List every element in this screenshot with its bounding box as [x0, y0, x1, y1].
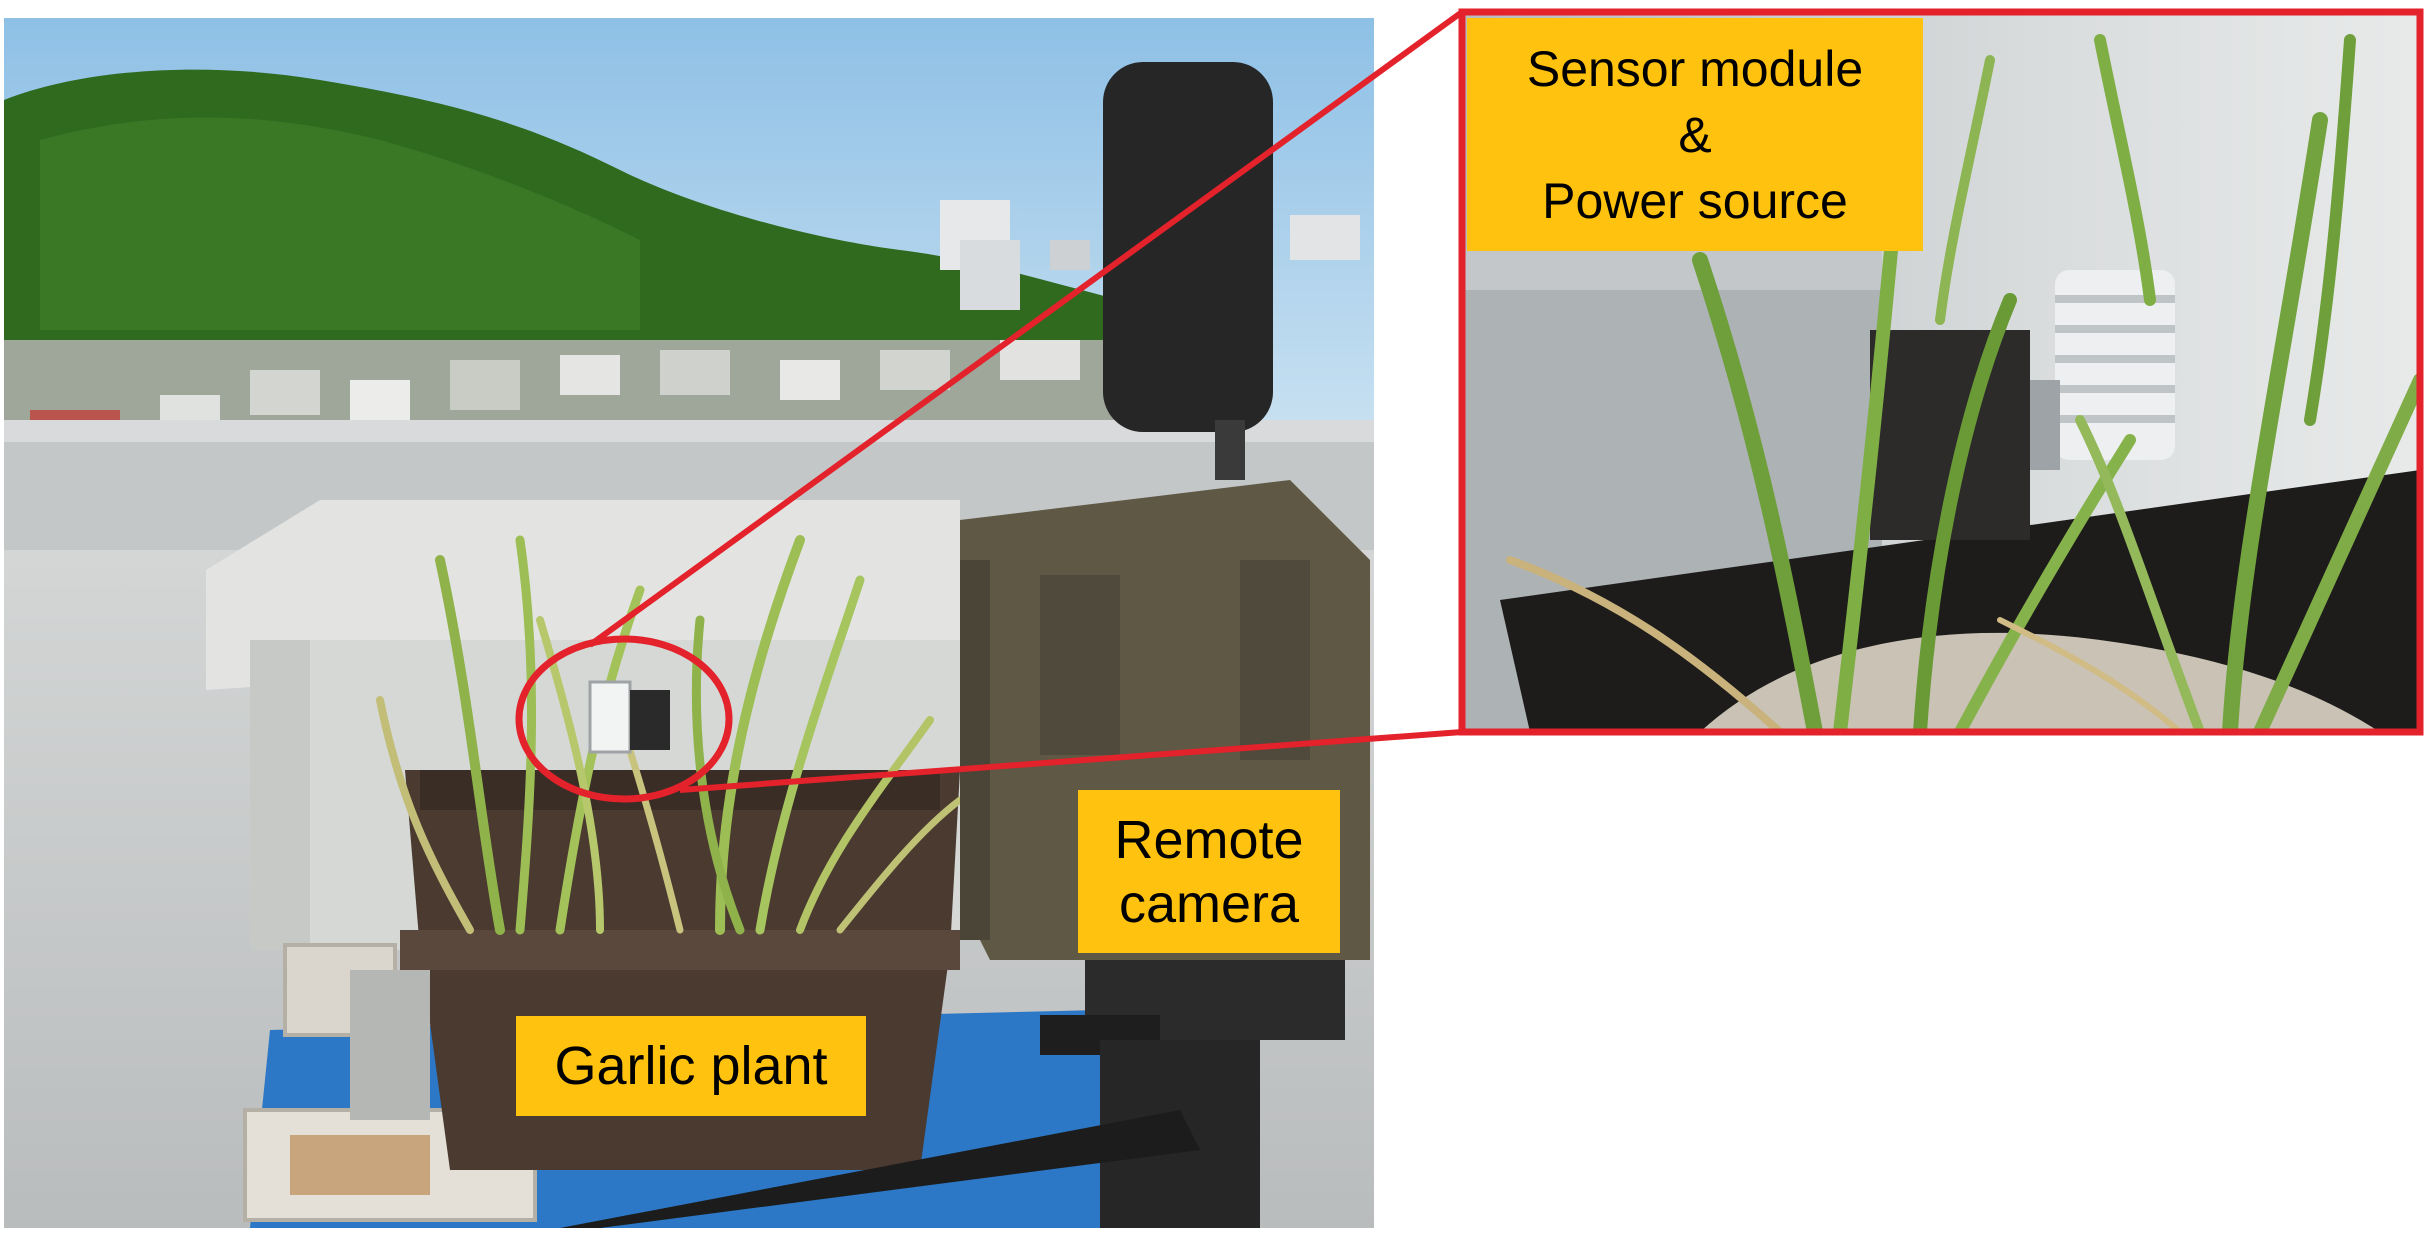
hill-highlight [40, 117, 640, 330]
garlic-leaves [376, 535, 964, 935]
label-sensor-line-2: & [1678, 106, 1712, 163]
label-garlic-plant: Garlic plant [516, 1016, 866, 1116]
distant-buildings [940, 200, 1360, 310]
callout-lines [588, 9, 1464, 793]
label-sensor-line-1: Sensor module [1526, 40, 1864, 97]
zoom-frame [1458, 8, 2424, 736]
label-camera-line-2: camera [1118, 873, 1300, 934]
label-sensor-line-3: Power source [1542, 172, 1848, 229]
label-remote-camera: Remote camera [1078, 790, 1340, 953]
callout-circle [515, 635, 733, 803]
label-garlic-text: Garlic plant [554, 1036, 828, 1096]
scene-photo [4, 18, 1374, 1228]
sensor-module-small [588, 680, 670, 754]
zoom-sensor-shield [1870, 270, 2175, 540]
label-sensor-module: Sensor module & Power source [1467, 18, 1923, 251]
tripod [560, 960, 1345, 1228]
label-camera-line-1: Remote [1114, 809, 1304, 870]
zoom-photo [1462, 12, 2420, 732]
